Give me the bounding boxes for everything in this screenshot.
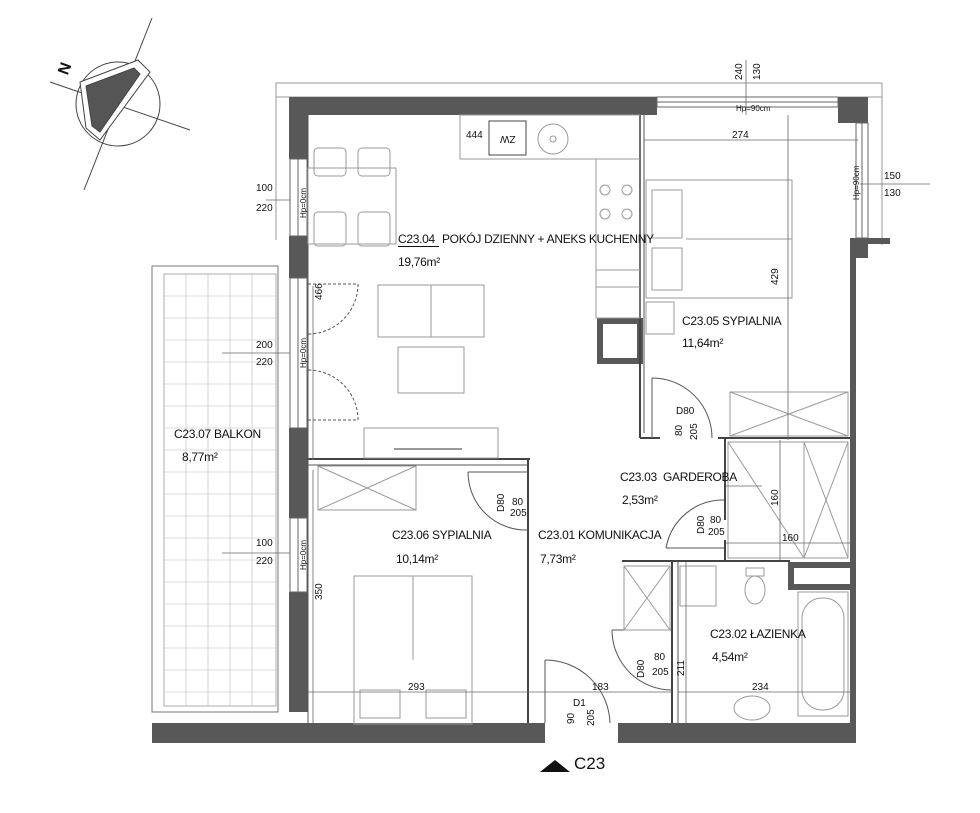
door-1-height: 205 [689, 423, 700, 440]
window-4-width: 240 [734, 63, 745, 80]
door-swings [307, 283, 725, 724]
dim-hall-width: 183 [592, 682, 609, 693]
room-area-bedroom-06: 10,14m² [396, 552, 438, 566]
window-1-height: 220 [256, 203, 273, 214]
unit-code: C23 [574, 754, 606, 773]
window-5-hp: Hp=90cm [852, 165, 861, 200]
room-area-bathroom: 4,54m² [712, 650, 748, 664]
room-label-living: C23.04 POKÓJ DZIENNY + ANEKS KUCHENNY [398, 232, 654, 247]
door-2-code: D80 [496, 493, 507, 512]
room-area-living: 19,76m² [398, 255, 440, 269]
window-4-height: 130 [752, 63, 763, 80]
door-5-code: D1 [573, 698, 586, 709]
room-label-bedroom-06: C23.06 SYPIALNIA [392, 528, 492, 542]
window-3-hp: Hp=0cm [299, 539, 308, 570]
windows [289, 96, 869, 593]
door-2-width: 80 [512, 497, 524, 508]
room-label-bathroom: C23.02 ŁAZIENKA [710, 627, 806, 641]
door-4-width: 80 [654, 652, 666, 663]
room-label-bedroom-05: C23.05 SYPIALNIA [682, 314, 782, 328]
room-area-balcony: 8,77m² [182, 450, 218, 464]
window-3-width: 100 [256, 538, 273, 549]
dim-bath-width: 234 [752, 682, 769, 693]
dim-bedroom06-width: 293 [408, 682, 425, 693]
door-1-code: D80 [676, 406, 695, 417]
door-1-width: 80 [674, 424, 685, 436]
dimension-lines [222, 60, 930, 723]
balcony [151, 265, 279, 713]
window-2-hp: Hp=0cm [299, 337, 308, 368]
window-1-hp: Hp=0cm [299, 187, 308, 218]
door-2-height: 205 [510, 508, 527, 519]
dim-bedroom-width: 274 [732, 130, 749, 141]
window-2-width: 200 [256, 340, 273, 351]
room-label-garderoba: C23.03 GARDEROBA [620, 470, 737, 484]
window-4-hp: Hp=90cm [736, 104, 771, 113]
room-area-hall: 7,73m² [540, 552, 576, 566]
dim-bedroom-depth: 429 [770, 268, 781, 285]
door-5-width: 90 [566, 712, 577, 724]
dim-kitchen-width: 444 [466, 130, 483, 141]
fridge-label: ZW [500, 133, 516, 144]
room-label-balcony: C23.07 BALKON [174, 427, 261, 441]
window-5-height: 130 [884, 188, 901, 199]
unit-marker-icon [540, 760, 570, 772]
room-area-bedroom-05: 11,64m² [682, 336, 724, 350]
room-label-hall: C23.01 KOMUNIKACJA [538, 528, 662, 542]
window-2-height: 220 [256, 357, 273, 368]
door-4-height: 205 [652, 667, 669, 678]
dim-bedroom06-depth: 350 [314, 583, 325, 600]
door-3-code: D80 [696, 515, 707, 534]
dim-wardrobe-depth: 160 [770, 489, 781, 506]
window-1-width: 100 [256, 183, 273, 194]
dim-wardrobe-width: 160 [782, 533, 799, 544]
door-4-code: D80 [636, 659, 647, 678]
door-3-width: 80 [710, 515, 722, 526]
dim-living-depth: 466 [314, 283, 325, 300]
furniture [307, 114, 849, 725]
door-3-height: 205 [708, 527, 725, 538]
door-5-height: 205 [586, 709, 597, 726]
compass-icon [49, 17, 191, 191]
room-area-garderoba: 2,53m² [622, 493, 658, 507]
window-3-height: 220 [256, 556, 273, 567]
dim-bath-depth: 211 [676, 660, 687, 676]
window-5-width: 150 [884, 171, 901, 182]
